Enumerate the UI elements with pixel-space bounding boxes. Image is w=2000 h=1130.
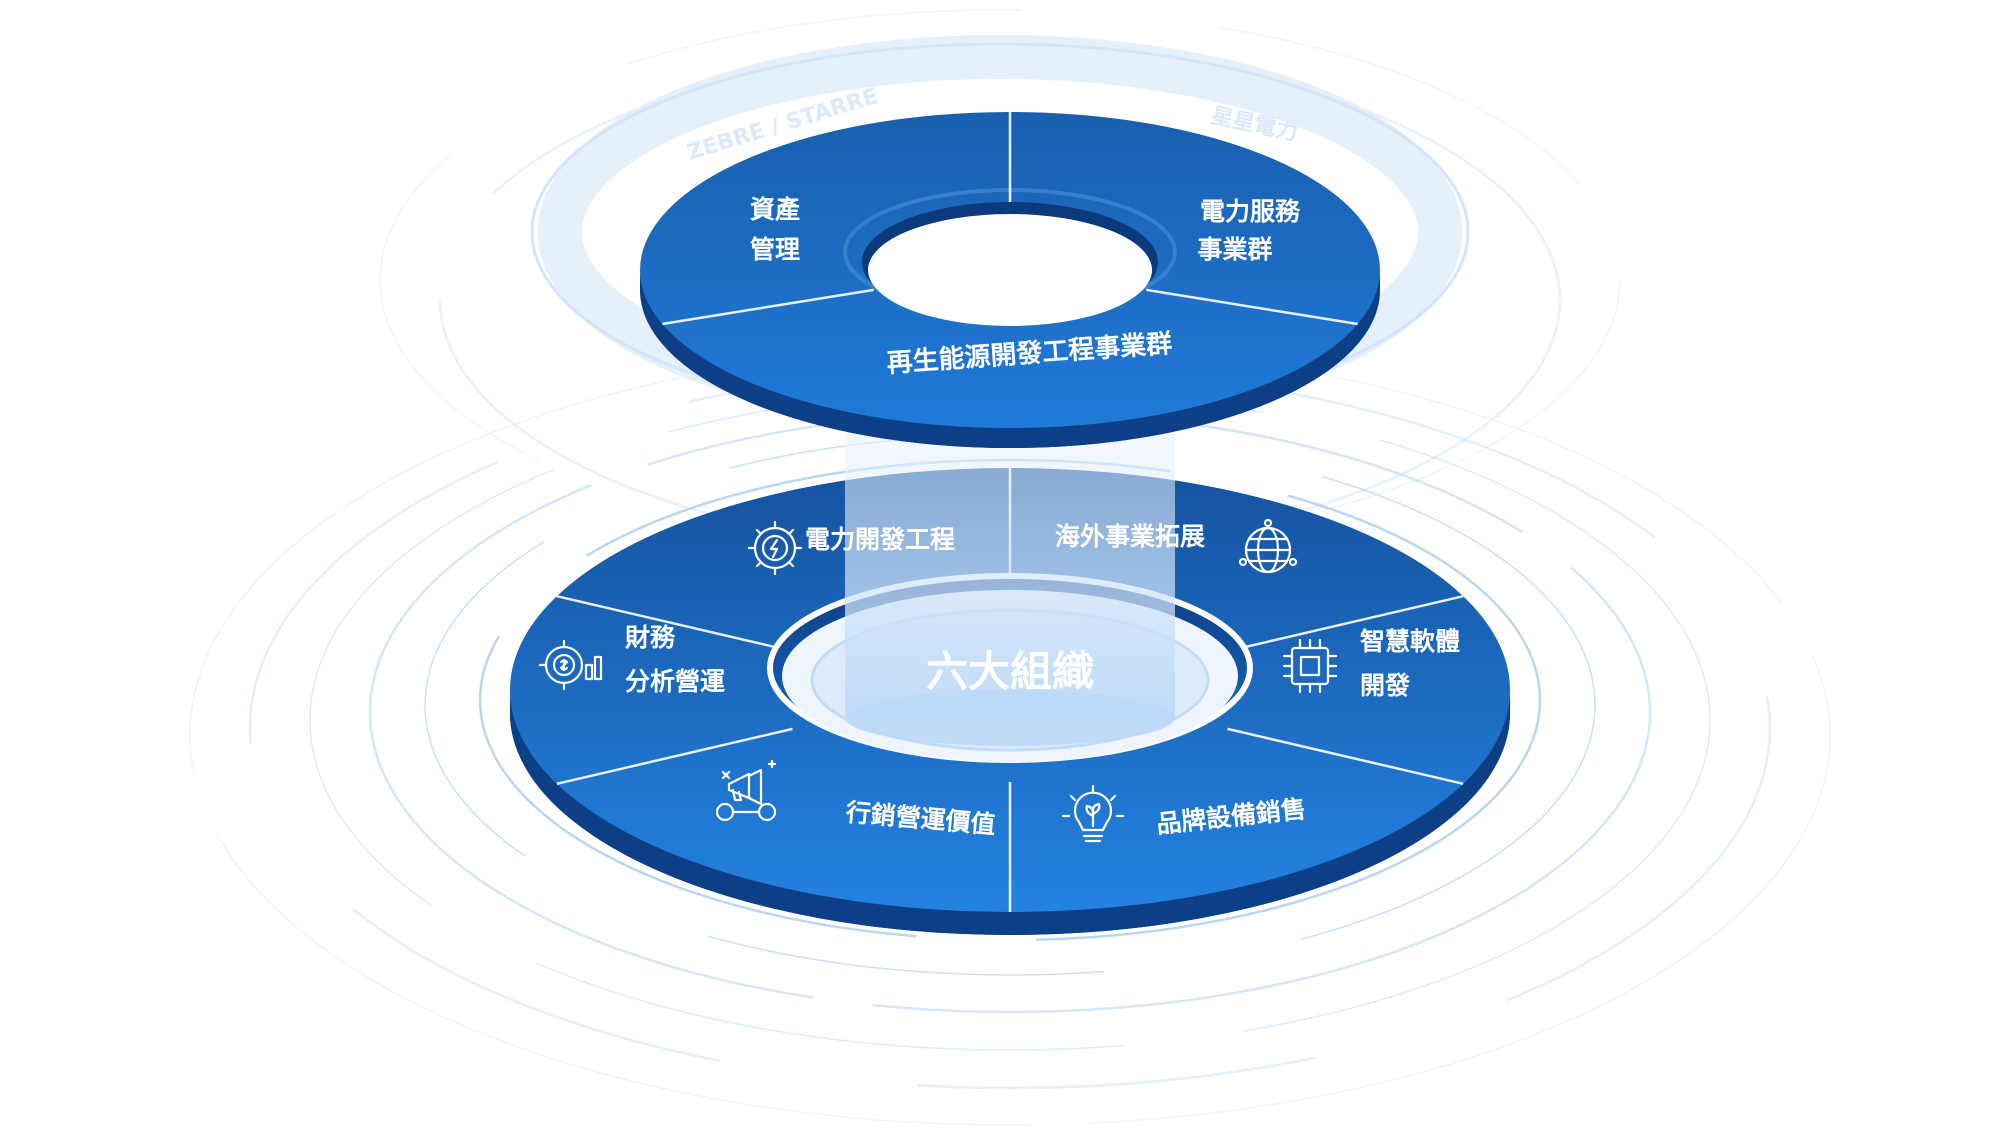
segment-divider: [556, 727, 793, 786]
chip-icon: [1282, 638, 1338, 694]
segment-divider: [1227, 594, 1464, 653]
segment-divider: [1227, 727, 1464, 786]
megaphone-icon: [715, 759, 777, 822]
segment-2-line1: 智慧軟體: [1360, 627, 1460, 656]
segment-divider: [662, 288, 874, 326]
segment-1-label: 海外事業拓展: [1055, 522, 1205, 551]
top-segment-0-line1: 資產: [750, 195, 800, 224]
top-segment-power-services: 電力服務 事業群: [1197, 197, 1301, 264]
top-segment-asset-management: 資產 管理: [750, 195, 800, 264]
globe-network-icon: [1238, 518, 1298, 574]
top-segment-0-line2: 管理: [750, 235, 800, 264]
segment-power-development: 電力開發工程: [747, 520, 955, 576]
segment-overseas-expansion: 海外事業拓展: [1055, 518, 1298, 574]
top-disk: [640, 112, 1380, 448]
segment-5-line2: 分析營運: [625, 667, 725, 696]
segment-0-label: 電力開發工程: [805, 525, 955, 554]
lightning-gear-icon: [747, 520, 803, 576]
lightbulb-leaf-icon: [1061, 784, 1125, 843]
segment-5-line1: 財務: [625, 623, 676, 652]
top-segment-1-line2: 事業群: [1197, 235, 1272, 264]
top-segment-1-line1: 電力服務: [1200, 197, 1301, 226]
center-label: 六大組織: [926, 647, 1094, 696]
segment-divider: [1146, 288, 1358, 326]
segment-2-line2: 開發: [1360, 671, 1410, 700]
center-pillar: [845, 430, 1175, 720]
finance-gear-icon: [538, 639, 603, 691]
segment-financial-analysis: 財務 分析營運: [538, 623, 725, 696]
segment-divider: [556, 594, 793, 653]
segment-smart-software: 智慧軟體 開發: [1282, 627, 1460, 700]
